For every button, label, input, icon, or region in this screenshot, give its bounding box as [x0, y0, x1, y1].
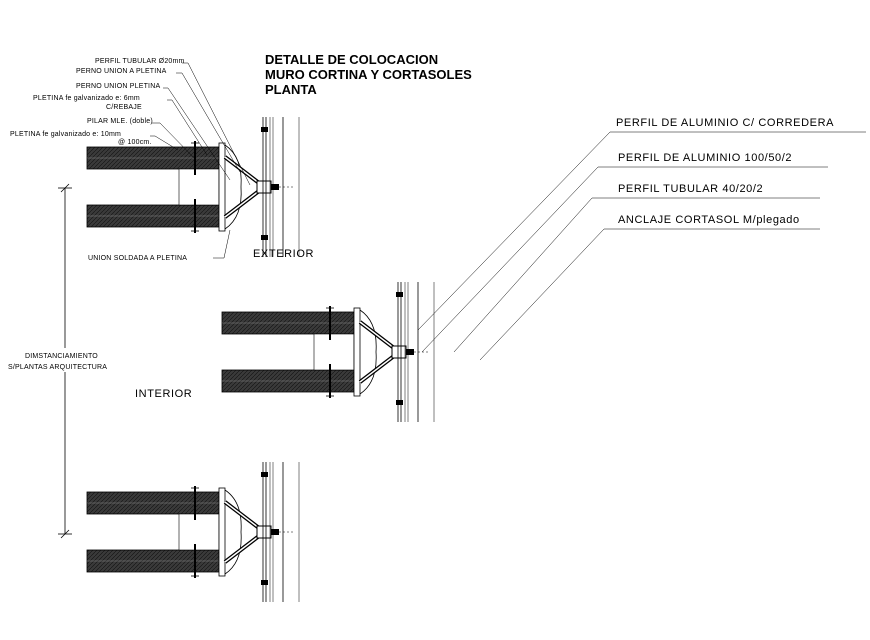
column-detail-bottom [85, 460, 301, 604]
title-line-3: PLANTA [265, 82, 317, 97]
title-line-2: MURO CORTINA Y CORTASOLES [265, 67, 472, 82]
title-line-1: DETALLE DE COLOCACION [265, 52, 438, 67]
label-perfil-tubular-40: PERFIL TUBULAR 40/20/2 [618, 183, 763, 195]
label-c-rebaje: C/REBAJE [106, 104, 142, 111]
label-perno-union-pletina: PERNO UNION PLETINA [76, 83, 160, 90]
label-perfil-aluminio-100: PERFIL DE ALUMINIO 100/50/2 [618, 152, 792, 164]
label-anclaje-cortasol: ANCLAJE CORTASOL M/plegado [618, 214, 800, 226]
label-perfil-aluminio-corredera: PERFIL DE ALUMINIO C/ CORREDERA [616, 117, 834, 129]
label-pilar: PILAR MLE. (doble) [87, 118, 153, 125]
label-pletina-6mm: PLETINA fe galvanizado e: 6mm [33, 95, 140, 102]
column-detail-top [85, 115, 301, 259]
label-perno-union-a-pletina: PERNO UNION A PLETINA [76, 68, 167, 75]
zone-exterior: EXTERIOR [253, 248, 314, 260]
dimension-label-2: S/PLANTAS ARQUITECTURA [8, 364, 107, 371]
label-pletina-10mm: PLETINA fe galvanizado e: 10mm [10, 131, 121, 138]
left-leaders: PERFIL TUBULAR Ø20mm PERNO UNION A PLETI… [10, 58, 251, 262]
dimension-label-1: DIMSTANCIAMIENTO [25, 353, 98, 360]
column-detail-middle [220, 280, 436, 424]
zone-interior: INTERIOR [135, 388, 192, 400]
title-block: DETALLE DE COLOCACION MURO CORTINA Y COR… [265, 52, 472, 97]
right-leaders: PERFIL DE ALUMINIO C/ CORREDERA PERFIL D… [417, 117, 866, 361]
label-perfil-tubular: PERFIL TUBULAR Ø20mm [95, 58, 185, 65]
label-union-soldada: UNION SOLDADA A PLETINA [88, 255, 187, 262]
label-at-100cm: @ 100cm. [118, 139, 152, 146]
dimension-line: DIMSTANCIAMIENTO S/PLANTAS ARQUITECTURA [2, 183, 122, 539]
